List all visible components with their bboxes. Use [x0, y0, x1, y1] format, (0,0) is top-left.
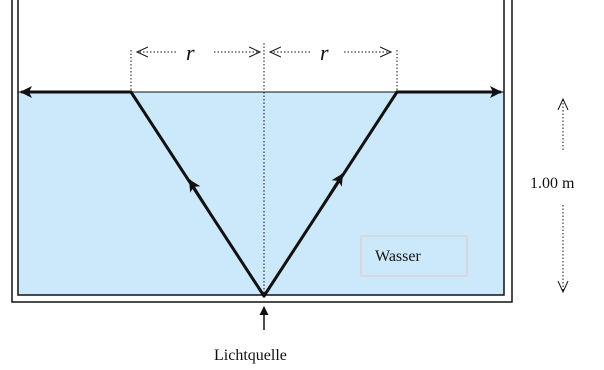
water-label: Wasser: [375, 248, 421, 265]
tank-walls: [11, 0, 513, 303]
ray-right: [262, 86, 502, 298]
water-label-box: [360, 235, 468, 277]
source-label: Lichtquelle: [214, 347, 287, 364]
r-label-right: r: [320, 40, 329, 65]
ray-left: [20, 86, 266, 298]
depth-label: 1.00 m: [530, 175, 575, 192]
r-label-left: r: [186, 40, 195, 65]
